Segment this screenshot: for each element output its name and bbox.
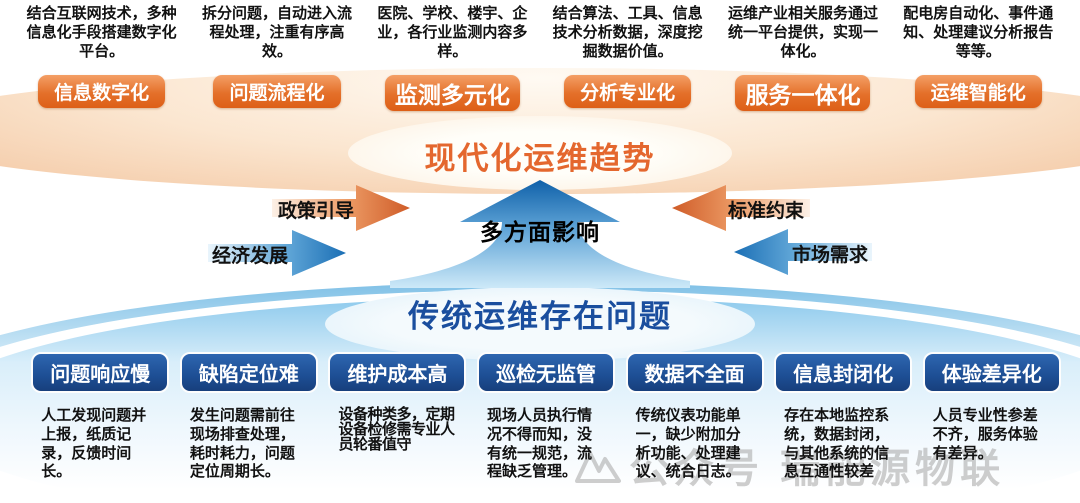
modern-item-4: 结合算法、工具、信息技术分析数据，深度挖掘数据价值。 分析专业化	[540, 5, 715, 111]
traditional-item-desc: 现场人员执行情况不得而知，没有统一规范，流程缺乏管理。	[487, 407, 593, 481]
policy-arrow-label: 政策引导	[278, 201, 355, 222]
traditional-item-badge: 信息封闭化	[774, 352, 913, 393]
economy-arrow-label: 经济发展	[212, 246, 289, 267]
traditional-item-badge: 体验差异化	[922, 352, 1061, 393]
standard-arrow-label: 标准约束	[727, 201, 804, 222]
modern-item-badge: 分析专业化	[564, 75, 692, 108]
economy-arrow: 经济发展	[202, 227, 354, 279]
market-arrow-label: 市场需求	[791, 245, 868, 266]
policy-arrow: 政策引导	[268, 182, 416, 234]
traditional-item-1: 问题响应慢 人工发现问题并上报，纸质记录，反馈时间长。	[26, 352, 175, 482]
modern-item-1: 结合互联网技术，多种信息化手段搭建数字化平台。 信息数字化	[14, 5, 189, 111]
traditional-item-desc: 存在本地监控系统，数据封闭，与其他系统的信息互通性较差	[784, 407, 890, 481]
traditional-item-badge: 问题响应慢	[31, 352, 170, 393]
traditional-title-ellipse	[325, 287, 755, 361]
traditional-item-2: 缺陷定位难 发生问题需前往现场排查处理，耗时耗力，问题定位周期长。	[175, 352, 324, 482]
modern-item-desc: 配电房自动化、事件通知、处理建议分析报告等等。	[903, 5, 1054, 60]
watermark-logo-icon	[575, 451, 621, 483]
traditional-item-desc: 传统仪表功能单一，缺少附加分析功能、处理建议、统合日志。	[635, 407, 741, 481]
traditional-item-desc: 人员专业性参差不齐，服务体验有差异。	[932, 407, 1038, 462]
modern-item-3: 医院、学校、楼宇、企业，各行业监测内容多样。 监测多元化	[365, 5, 540, 111]
influence-center-label: 多方面影响	[480, 219, 600, 245]
modern-item-desc: 结合互联网技术，多种信息化手段搭建数字化平台。	[26, 5, 177, 60]
watermark-text: 公众号 瑞能源物联	[629, 447, 1006, 491]
modern-items-row: 结合互联网技术，多种信息化手段搭建数字化平台。 信息数字化 拆分问题，自动进入流…	[14, 5, 1066, 111]
left-arrow-icon	[672, 185, 810, 231]
traditional-item-6: 信息封闭化 存在本地监控系统，数据封闭，与其他系统的信息互通性较差	[769, 352, 918, 482]
modern-item-5: 运维产业相关服务通过统一平台提供，实现一体化。 服务一体化	[715, 5, 890, 111]
modern-item-desc: 拆分问题，自动进入流程处理，注重有序高效。	[201, 5, 352, 60]
traditional-item-5: 数据不全面 传统仪表功能单一，缺少附加分析功能、处理建议、统合日志。	[620, 352, 769, 482]
watermark: 公众号 瑞能源物联	[575, 436, 1005, 494]
modern-item-desc: 运维产业相关服务通过统一平台提供，实现一体化。	[727, 5, 878, 60]
modern-item-badge: 问题流程化	[213, 75, 341, 108]
modern-title-ellipse	[348, 116, 732, 190]
traditional-item-badge: 数据不全面	[625, 352, 764, 393]
right-arrow-icon	[208, 230, 346, 276]
modern-section-title: 现代化运维趋势	[424, 141, 656, 176]
traditional-item-desc: 设备种类多，定期设备检修需专业人员轮番值守	[338, 406, 455, 453]
right-arrow-icon	[272, 185, 410, 231]
modern-item-badge: 信息数字化	[38, 75, 166, 108]
modern-item-badge: 监测多元化	[384, 75, 520, 111]
modern-item-2: 拆分问题，自动进入流程处理，注重有序高效。 问题流程化	[189, 5, 364, 111]
traditional-item-3: 维护成本高 设备种类多，定期设备检修需专业人员轮番值守	[323, 352, 472, 482]
modern-item-badge: 运维智能化	[914, 75, 1042, 108]
modern-item-badge: 服务一体化	[735, 75, 871, 111]
market-arrow: 市场需求	[726, 226, 878, 278]
modern-item-desc: 医院、学校、楼宇、企业，各行业监测内容多样。	[377, 5, 528, 60]
traditional-item-badge: 巡检无监管	[477, 352, 616, 393]
traditional-item-badge: 维护成本高	[328, 352, 467, 393]
traditional-item-desc: 发生问题需前往现场排查处理，耗时耗力，问题定位周期长。	[189, 407, 295, 481]
traditional-item-7: 体验差异化 人员专业性参差不齐，服务体验有差异。	[917, 352, 1066, 482]
traditional-items-row: 问题响应慢 人工发现问题并上报，纸质记录，反馈时间长。 缺陷定位难 发生问题需前…	[26, 352, 1066, 482]
traditional-item-4: 巡检无监管 现场人员执行情况不得而知，没有统一规范，流程缺乏管理。	[472, 352, 621, 482]
up-arrow-icon	[390, 180, 690, 288]
modern-item-desc: 结合算法、工具、信息技术分析数据，深度挖掘数据价值。	[552, 5, 703, 60]
traditional-item-badge: 缺陷定位难	[179, 352, 318, 393]
traditional-item-desc: 人工发现问题并上报，纸质记录，反馈时间长。	[41, 407, 147, 481]
left-arrow-icon	[734, 229, 872, 275]
standard-arrow: 标准约束	[666, 182, 814, 234]
traditional-section-title: 传统运维存在问题	[408, 299, 672, 334]
modern-item-6: 配电房自动化、事件通知、处理建议分析报告等等。 运维智能化	[891, 5, 1066, 111]
